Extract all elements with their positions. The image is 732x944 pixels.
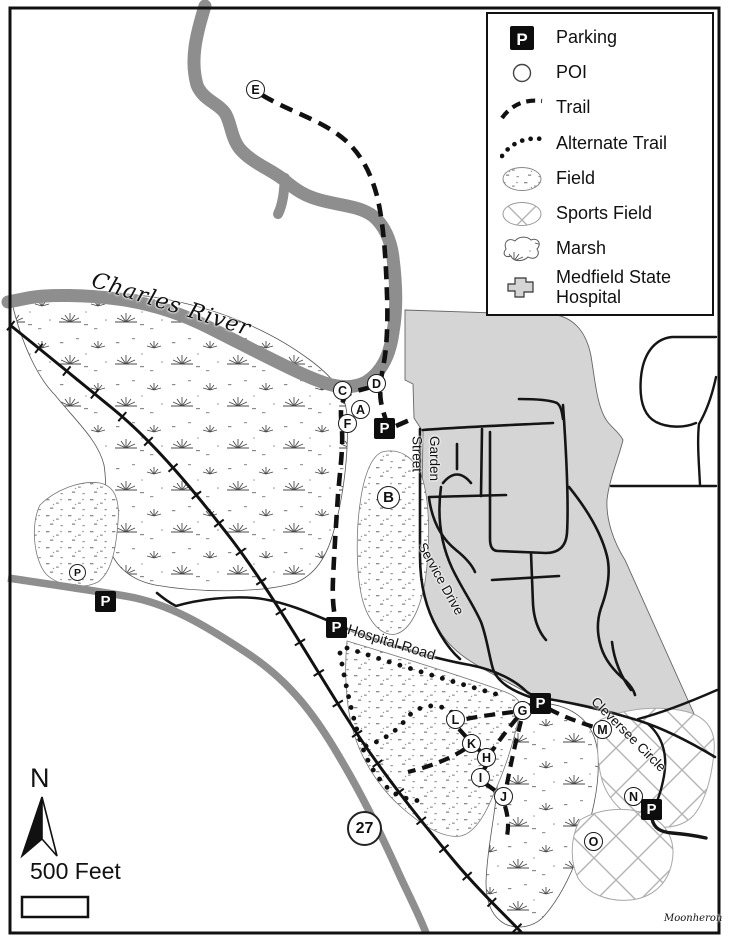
parking-icon: P bbox=[510, 26, 534, 50]
poi-marker-f: F bbox=[338, 414, 357, 433]
garden-street-label: Garden Street bbox=[409, 436, 442, 482]
poi-marker-h: H bbox=[477, 748, 496, 767]
legend-item-hospital: Medfield State Hospital bbox=[500, 268, 706, 308]
legend-label: Marsh bbox=[556, 238, 607, 259]
poi-marker-b: B bbox=[377, 486, 400, 509]
sports-field-icon bbox=[502, 201, 542, 226]
poi-marker-d: D bbox=[367, 374, 386, 393]
hospital-grounds-area bbox=[404, 309, 705, 737]
poi-marker-a: A bbox=[351, 400, 370, 419]
poi-marker-m: M bbox=[593, 720, 612, 739]
poi-icon bbox=[512, 63, 532, 83]
poi-marker-j: J bbox=[494, 787, 513, 806]
legend-label: Parking bbox=[556, 27, 618, 48]
svg-text:P: P bbox=[516, 30, 527, 49]
north-arrow bbox=[20, 796, 58, 859]
legend-label: Trail bbox=[556, 97, 591, 118]
legend-label: Field bbox=[556, 167, 596, 188]
legend: P Parking POI Trail Alternate Trail bbox=[486, 12, 714, 316]
scale-label: 500 Feet bbox=[30, 858, 121, 884]
legend-item-alternate-trail: Alternate Trail bbox=[500, 128, 706, 160]
parking-marker: P bbox=[374, 418, 395, 439]
parking-area-letter: P bbox=[69, 564, 86, 581]
poi-marker-c: C bbox=[333, 381, 352, 400]
legend-label: Sports Field bbox=[556, 203, 653, 224]
scale-bar bbox=[20, 895, 90, 919]
legend-item-poi: POI bbox=[500, 57, 706, 89]
legend-label: Medfield State Hospital bbox=[556, 267, 672, 308]
north-label: N bbox=[30, 763, 50, 793]
poi-marker-k: K bbox=[462, 734, 481, 753]
poi-marker-n: N bbox=[624, 787, 643, 806]
legend-item-field: Field bbox=[500, 163, 706, 195]
attribution: Moonheron bbox=[664, 913, 723, 924]
charles-river-shape bbox=[1, 0, 403, 394]
map-frame bbox=[8, 6, 721, 935]
poi-marker-o: O bbox=[584, 832, 603, 851]
railroad bbox=[6, 320, 527, 938]
parking-marker: P bbox=[530, 693, 551, 714]
legend-label: Alternate Trail bbox=[556, 132, 668, 153]
legend-label: POI bbox=[556, 62, 588, 83]
parking-marker: P bbox=[95, 591, 116, 612]
legend-item-marsh: Marsh bbox=[500, 233, 706, 265]
legend-item-sports-field: Sports Field bbox=[500, 198, 706, 230]
poi-marker-l: L bbox=[446, 710, 465, 729]
trail-icon bbox=[500, 98, 543, 120]
poi-marker-e: E bbox=[246, 80, 265, 99]
alternate-trail-icon bbox=[500, 135, 544, 158]
legend-item-trail: Trail bbox=[500, 92, 706, 124]
field-icon bbox=[502, 166, 542, 191]
poi-marker-i: I bbox=[471, 768, 490, 787]
parking-marker: P bbox=[641, 799, 662, 820]
route-27-shield: 27 bbox=[347, 811, 382, 846]
parking-marker: P bbox=[326, 617, 347, 638]
hospital-area-icon bbox=[507, 277, 534, 298]
marsh-icon bbox=[503, 236, 540, 262]
alternate-trails bbox=[337, 645, 509, 804]
legend-item-parking: P Parking bbox=[500, 22, 706, 54]
